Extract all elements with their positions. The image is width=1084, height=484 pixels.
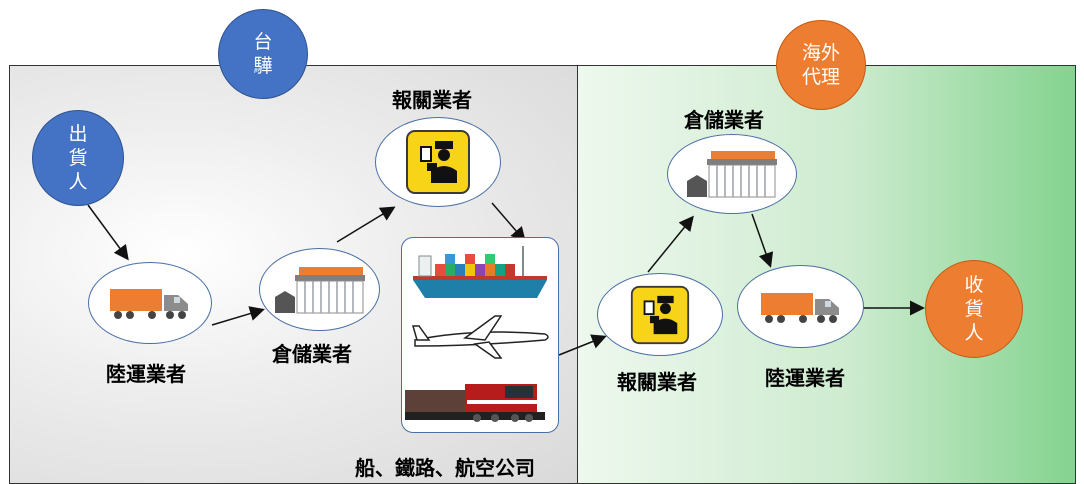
arrow-warehouse-to-customs: [336, 206, 396, 243]
taiwan-agent-line1: 台: [253, 31, 273, 53]
shipper-line1: 出: [68, 123, 88, 145]
consignee-line3: 人: [964, 322, 984, 344]
train-icon: [405, 384, 545, 422]
trucking-node-right: [737, 265, 864, 348]
shipper-circle: 出 貨 人: [32, 110, 124, 206]
customs-officer-icon: [630, 285, 690, 344]
arrow-customs-to-carriers: [491, 202, 526, 243]
trucking-node-left: [88, 262, 212, 344]
customs-left-label: 報關業者: [392, 88, 472, 112]
arrow-warehouse-to-truck: [751, 213, 774, 268]
warehouse-node-left: [259, 248, 380, 331]
customs-node-right: [597, 273, 723, 356]
airplane-icon: [412, 315, 549, 359]
overseas-agent-line2: 代理: [801, 66, 840, 88]
carriers-box: [401, 237, 559, 433]
customs-right-label: 報關業者: [617, 370, 697, 394]
overseas-agent-circle: 海外 代理: [776, 20, 866, 110]
arrow-customs-to-warehouse: [647, 215, 694, 273]
truck-icon: [760, 292, 839, 323]
truck-icon: [110, 289, 188, 319]
consignee-line2: 貨: [964, 298, 984, 320]
overseas-agent-line1: 海外: [801, 42, 840, 64]
ship-icon: [413, 246, 547, 298]
warehouse-right-label: 倉儲業者: [684, 108, 764, 132]
trucking-right-label: 陸運業者: [765, 366, 845, 390]
warehouse-node-right: [667, 134, 797, 214]
warehouse-icon: [687, 151, 777, 198]
taiwan-agent-circle: 台 驊: [218, 9, 308, 99]
taiwan-agent-line2: 驊: [253, 55, 273, 77]
arrow-shipper-to-truck: [87, 204, 129, 261]
trucking-left-label: 陸運業者: [106, 362, 186, 386]
customs-officer-icon: [406, 130, 470, 194]
carriers-label: 船、鐵路、航空公司: [355, 456, 535, 480]
consignee-line1: 收: [964, 274, 984, 296]
shipper-line2: 貨: [68, 147, 88, 169]
customs-node-left: [375, 117, 501, 207]
consignee-circle: 收 貨 人: [925, 260, 1023, 358]
warehouse-icon: [274, 266, 365, 313]
shipper-line3: 人: [68, 171, 88, 193]
arrow-carriers-to-customs: [558, 334, 607, 356]
warehouse-left-label: 倉儲業者: [272, 342, 352, 366]
arrow-truck-to-warehouse: [211, 306, 265, 326]
